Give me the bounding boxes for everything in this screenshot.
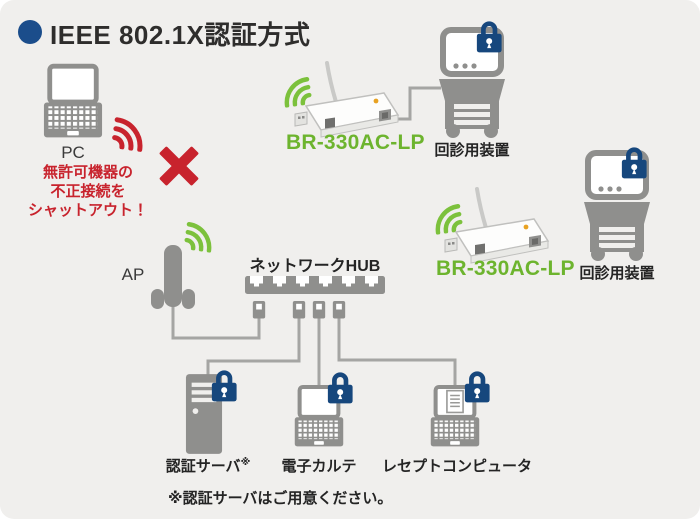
- server-note-mark: ※: [240, 457, 251, 468]
- wire-hub-to-server: [206, 316, 301, 376]
- access-point-icon: [151, 245, 195, 309]
- pc-label: PC: [61, 143, 85, 162]
- wifi-signal-icon: [110, 113, 148, 152]
- lock-icon: [475, 19, 503, 54]
- network-hub-icon: [245, 276, 385, 294]
- footer-note: ※認証サーバはご用意ください。: [168, 490, 393, 507]
- lock-icon: [463, 369, 491, 404]
- cable-plug-icon: [332, 300, 346, 319]
- cable-plug-icon: [292, 300, 306, 319]
- warning-line: シャットアウト！: [27, 202, 148, 219]
- bridge2-label: BR-330AC-LP: [436, 257, 575, 280]
- wire-ap-to-hub: [171, 305, 261, 340]
- page-title: IEEE 802.1X認証方式: [50, 20, 311, 50]
- pc-laptop-icon: [42, 63, 104, 140]
- warning-line: 不正接続を: [50, 183, 126, 200]
- lock-icon: [326, 370, 354, 405]
- lock-icon: [210, 368, 238, 403]
- cable-plug-icon: [252, 300, 266, 319]
- cart2-label: 回診用装置: [579, 265, 655, 282]
- server-label-text: 認証サーバ: [165, 458, 241, 475]
- cart1-label: 回診用装置: [434, 142, 510, 159]
- wireless-bridge-icon: [294, 60, 406, 140]
- ap-label: AP: [121, 265, 145, 284]
- wireless-bridge-icon: [444, 186, 556, 266]
- warning-text: 無許可機器の 不正接続を シャットアウト！: [8, 163, 168, 220]
- lock-icon: [620, 145, 648, 180]
- ehr-label: 電子カルテ: [281, 458, 357, 475]
- wire-hub-to-receipt: [337, 316, 457, 390]
- bridge1-label: BR-330AC-LP: [286, 131, 425, 154]
- warning-line: 無許可機器の: [42, 164, 133, 181]
- hub-label: ネットワークHUB: [249, 258, 381, 275]
- wire-bridge1-to-cart1: [394, 86, 441, 121]
- server-label: 認証サーバ※: [158, 455, 258, 476]
- cable-plug-icon: [312, 300, 326, 319]
- title-bullet-icon: [18, 20, 42, 44]
- receipt-label: レセプトコンピュータ: [382, 458, 533, 475]
